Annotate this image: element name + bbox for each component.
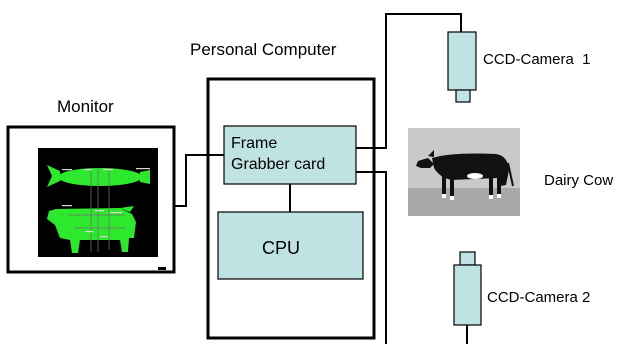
monitor-title: Monitor (57, 97, 114, 116)
cow-silhouette-side-view (47, 206, 136, 253)
computer-title: Personal Computer (190, 40, 337, 59)
ccd-camera-1 (447, 31, 477, 103)
connections (174, 13, 462, 344)
camera1-lens (455, 89, 471, 103)
measurement-annotations (62, 168, 150, 238)
dairy-cow-photo (408, 128, 520, 216)
frame-grabber-label: Frame Grabber card (231, 133, 325, 175)
frame-grabber-label-line2: Grabber card (231, 156, 326, 173)
cow-silhouette-top-view (47, 165, 150, 187)
cpu-label: CPU (262, 238, 301, 258)
monitor-power-indicator (158, 267, 166, 270)
monitor (6, 125, 176, 274)
camera1-body (447, 31, 477, 91)
cow-figure (416, 150, 514, 200)
camera2-cable (356, 171, 387, 344)
cow-white-patches (442, 173, 501, 200)
monitor-cable (174, 154, 224, 207)
frame-grabber-label-line1: Frame (231, 135, 278, 152)
ccd-camera-2 (453, 251, 482, 344)
cpu-box (217, 211, 364, 280)
camera1-label: CCD-Camera 1 (483, 51, 591, 68)
camera1-cable (356, 13, 462, 149)
cow-label: Dairy Cow (544, 172, 614, 189)
camera2-label: CCD-Camera 2 (487, 289, 591, 306)
camera2-lens (459, 251, 476, 266)
camera2-body (453, 264, 482, 326)
